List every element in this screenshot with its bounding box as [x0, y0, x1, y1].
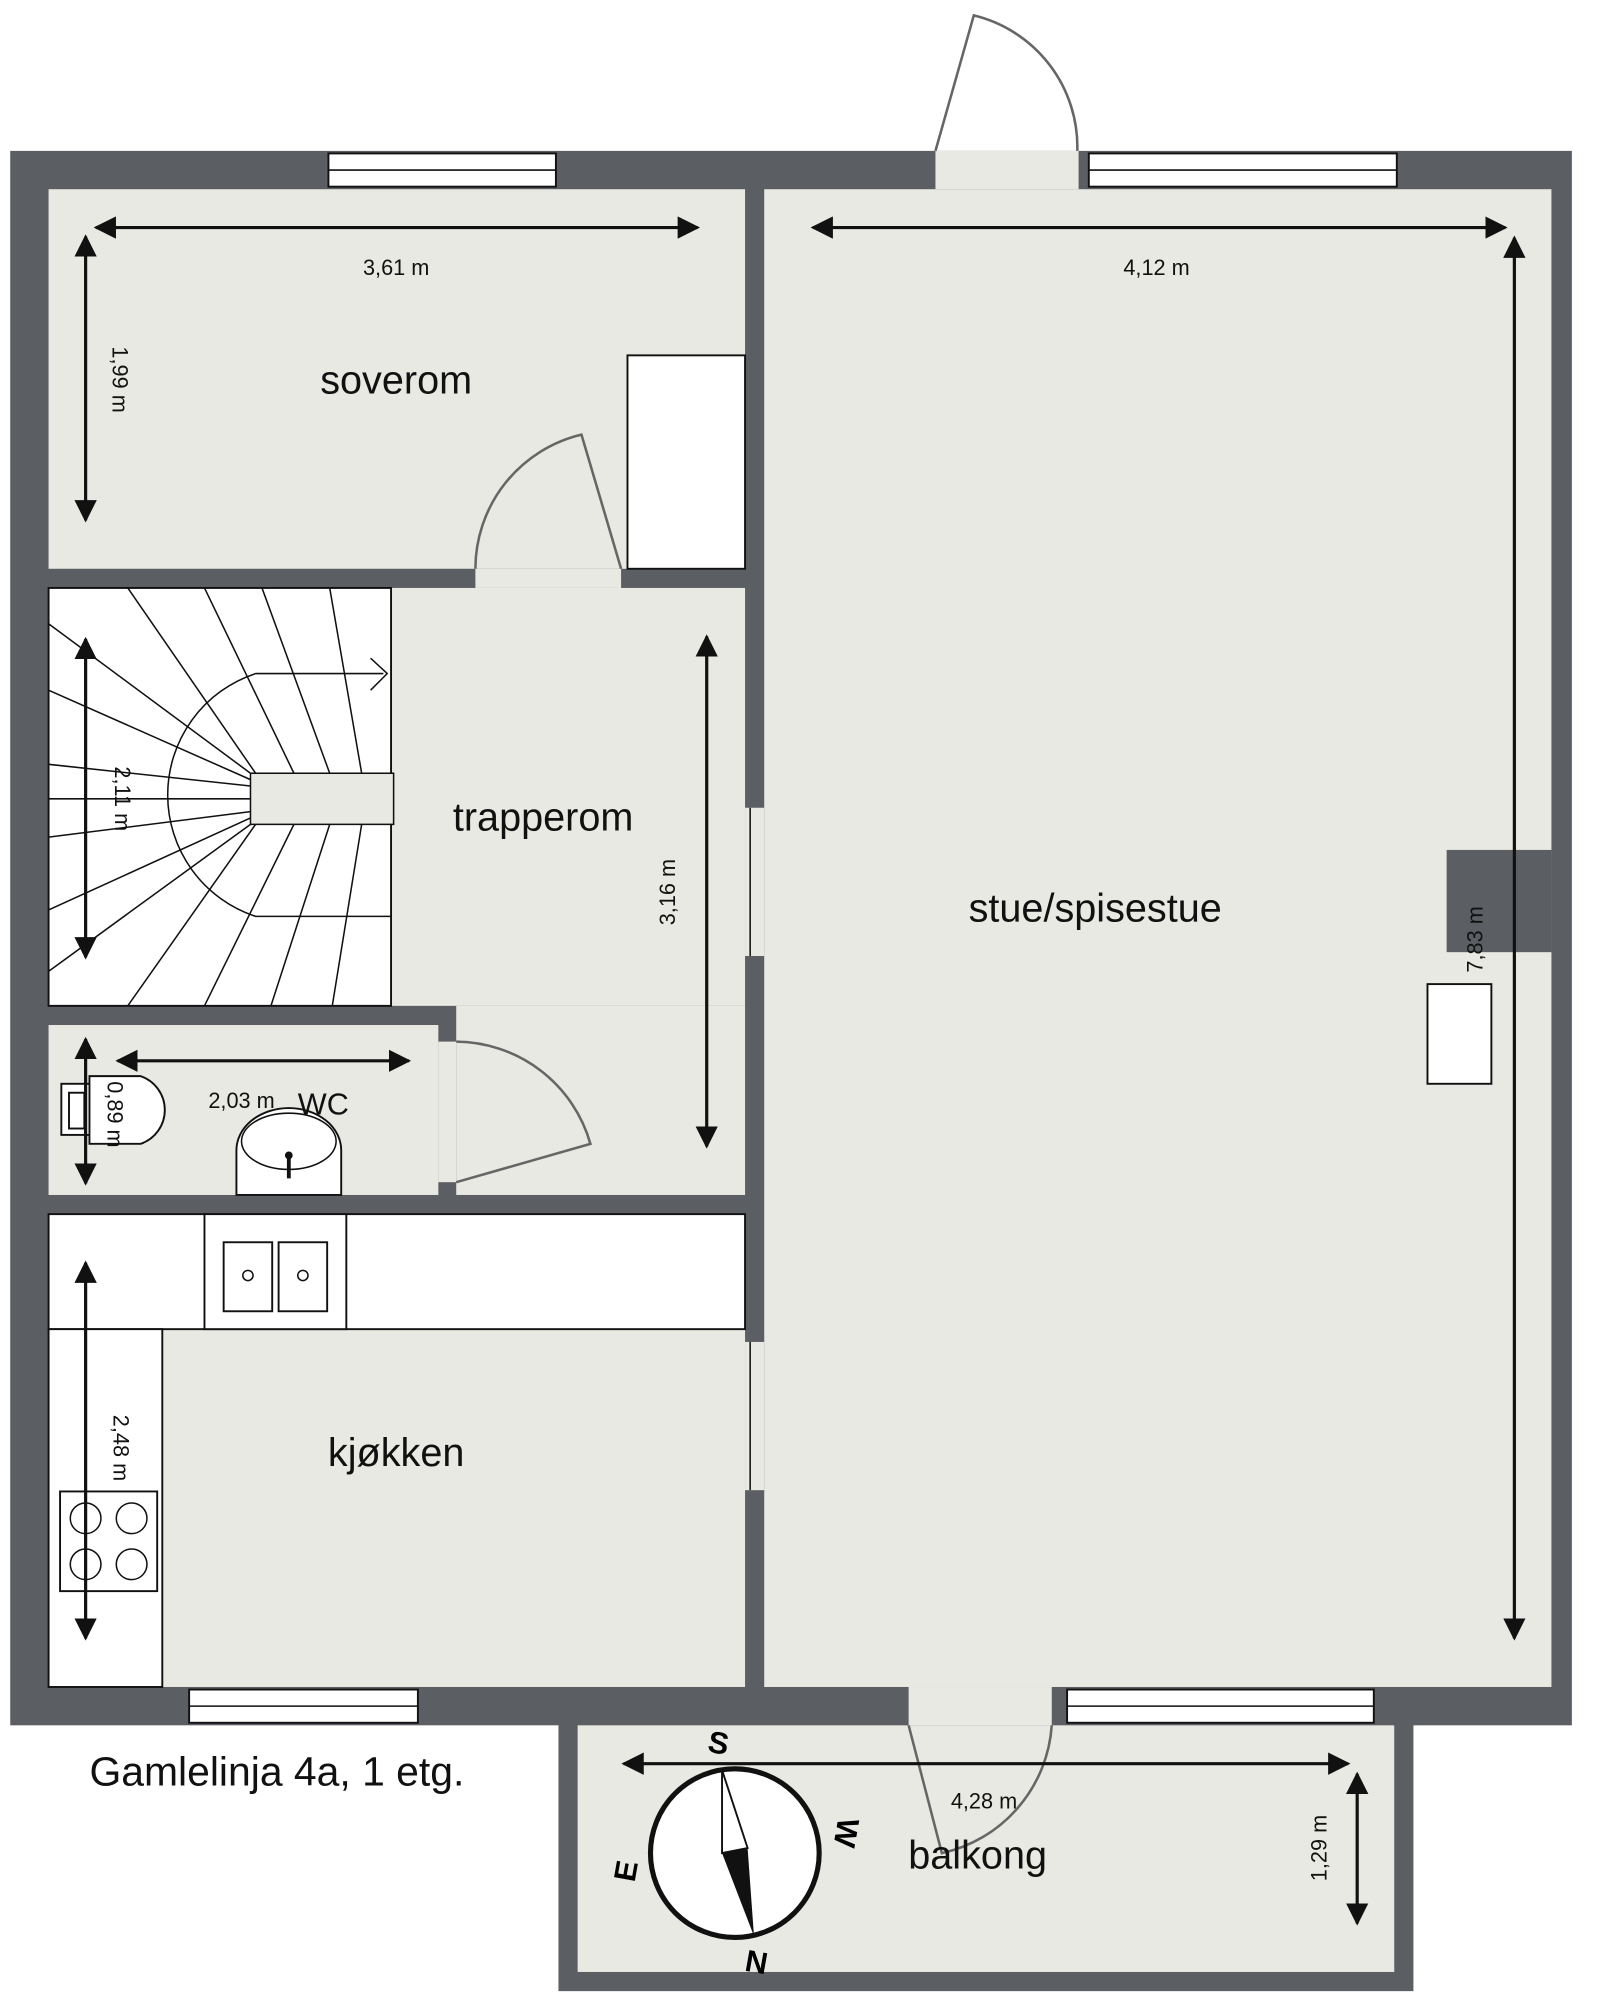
dimension-arrows: [74, 216, 1526, 1926]
table: [1426, 983, 1493, 1085]
entry-door[interactable]: [934, 13, 1079, 152]
room-label-wc: WC: [298, 1087, 349, 1121]
stue-floor: [764, 189, 1552, 1687]
soverom-door[interactable]: [474, 433, 623, 570]
dim-stue-height: 7,83 m: [1462, 906, 1487, 972]
compass-icon: S N W E: [608, 1725, 865, 1980]
trapperom-lower-floor: [456, 1005, 746, 1195]
dim-stue-width: 4,12 m: [1123, 255, 1189, 280]
soverom-door-gap: [475, 568, 622, 588]
wc-door[interactable]: [455, 1040, 592, 1184]
dim-trapperom-height: 3,16 m: [655, 859, 680, 925]
dim-soverom-width: 3,61 m: [363, 255, 429, 280]
kitchen-sink: [203, 1213, 348, 1331]
dim-wc-width: 2,03 m: [208, 1088, 274, 1113]
wc-door-gap: [438, 1041, 457, 1183]
staircase: [47, 586, 395, 1007]
balcony-door-gap: [908, 1686, 1052, 1726]
sink: [235, 1107, 343, 1196]
window: [1087, 152, 1398, 188]
chimney: [1446, 849, 1552, 953]
window: [188, 1688, 419, 1724]
wardrobe: [626, 354, 747, 570]
kitchen-counter: [47, 1213, 747, 1331]
room-label-trapperom: trapperom: [453, 796, 634, 840]
room-label-stue: stue/spisestue: [969, 886, 1222, 930]
room-label-balkong: balkong: [908, 1833, 1047, 1877]
dim-balkong-width: 4,28 m: [951, 1788, 1017, 1813]
window: [1066, 1688, 1375, 1724]
dim-stair-height: 2,11 m: [110, 766, 135, 831]
room-label-kjokken: kjøkken: [328, 1431, 464, 1475]
entry-door-gap: [935, 150, 1079, 190]
window: [327, 152, 557, 188]
plan-title: Gamlelinja 4a, 1 etg.: [89, 1748, 464, 1794]
dim-kjokken-height: 2,48 m: [109, 1415, 134, 1481]
partition-opening: [745, 807, 765, 956]
room-label-soverom: soverom: [320, 359, 472, 403]
partition-opening: [745, 1341, 765, 1491]
dim-soverom-height: 1,99 m: [107, 346, 132, 412]
stove: [59, 1490, 159, 1593]
compass-w: W: [827, 1815, 866, 1849]
dim-wc-height: 0,89 m: [102, 1081, 127, 1147]
dim-balkong-height: 1,29 m: [1307, 1815, 1332, 1881]
balcony-door[interactable]: [907, 1725, 1054, 1855]
